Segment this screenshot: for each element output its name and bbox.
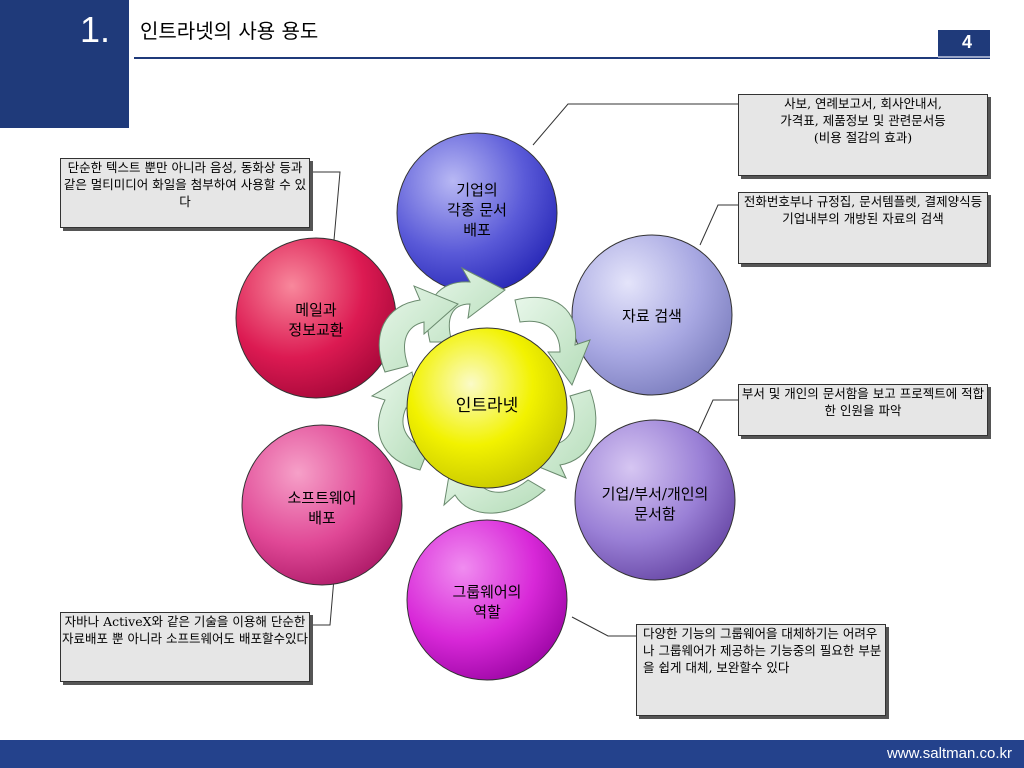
center-label: 인트라넷: [455, 396, 519, 416]
callout-mailbox: 부서 및 개인의 문서함을 보고 프로젝트에 적합한 인원을 파악: [738, 384, 988, 436]
node-label-mailbox: 기업/부서/개인의 문서함: [601, 485, 709, 523]
cycle-arrow-2: [514, 296, 591, 387]
node-circle-software: [241, 424, 403, 586]
node-label-software: 소프트웨어 배포: [287, 489, 357, 527]
leader-line-groupware: [571, 616, 636, 637]
callout-mail: 단순한 텍스트 뿐만 아니라 음성, 동화상 등과 같은 멀티미디어 화일을 첨…: [60, 158, 310, 228]
node-circle-search: [571, 234, 733, 396]
page-number-badge: [938, 30, 990, 58]
callout-software: 자바나 ActiveX와 같은 기술을 이용해 단순한 자료배포 뿐 아니라 소…: [60, 612, 310, 682]
title-rule: [134, 57, 990, 59]
leader-line-search: [699, 204, 738, 246]
leader-line-documents: [532, 103, 738, 146]
cycle-arrow-6: [378, 285, 459, 373]
callout-search: 전화번호부나 규정집, 문서템플렛, 결제양식등 기업내부의 개방된 자료의 검…: [738, 192, 988, 264]
node-label-search: 자료 검색: [622, 307, 682, 325]
slide-title: 인트라넷의 사용 용도: [140, 19, 319, 43]
callout-groupware: 다양한 기능의 그룹웨어을 대체하기는 어려우나 그룹웨어가 제공하는 기능중의…: [636, 624, 886, 716]
node-label-documents: 기업의 각종 문서 배포: [447, 181, 507, 239]
footer-url: www.saltman.co.kr: [886, 745, 1012, 762]
corner-block: [0, 0, 129, 128]
callout-documents: 사보, 연례보고서, 회사안내서, 가격표, 제품정보 및 관련문서등 (비용 …: [738, 94, 988, 176]
slide-number: 1.: [80, 9, 111, 50]
footer-bar: www.saltman.co.kr: [0, 740, 1024, 768]
node-label-mail: 메일과 정보교환: [288, 301, 344, 339]
node-label-groupware: 그룹웨어의 역할: [452, 583, 522, 621]
center-circle: [406, 327, 568, 489]
page-number: 4: [961, 32, 972, 52]
node-circle-groupware: [406, 519, 568, 681]
leader-line-mail: [309, 171, 341, 241]
node-circle-mailbox: [574, 419, 736, 581]
